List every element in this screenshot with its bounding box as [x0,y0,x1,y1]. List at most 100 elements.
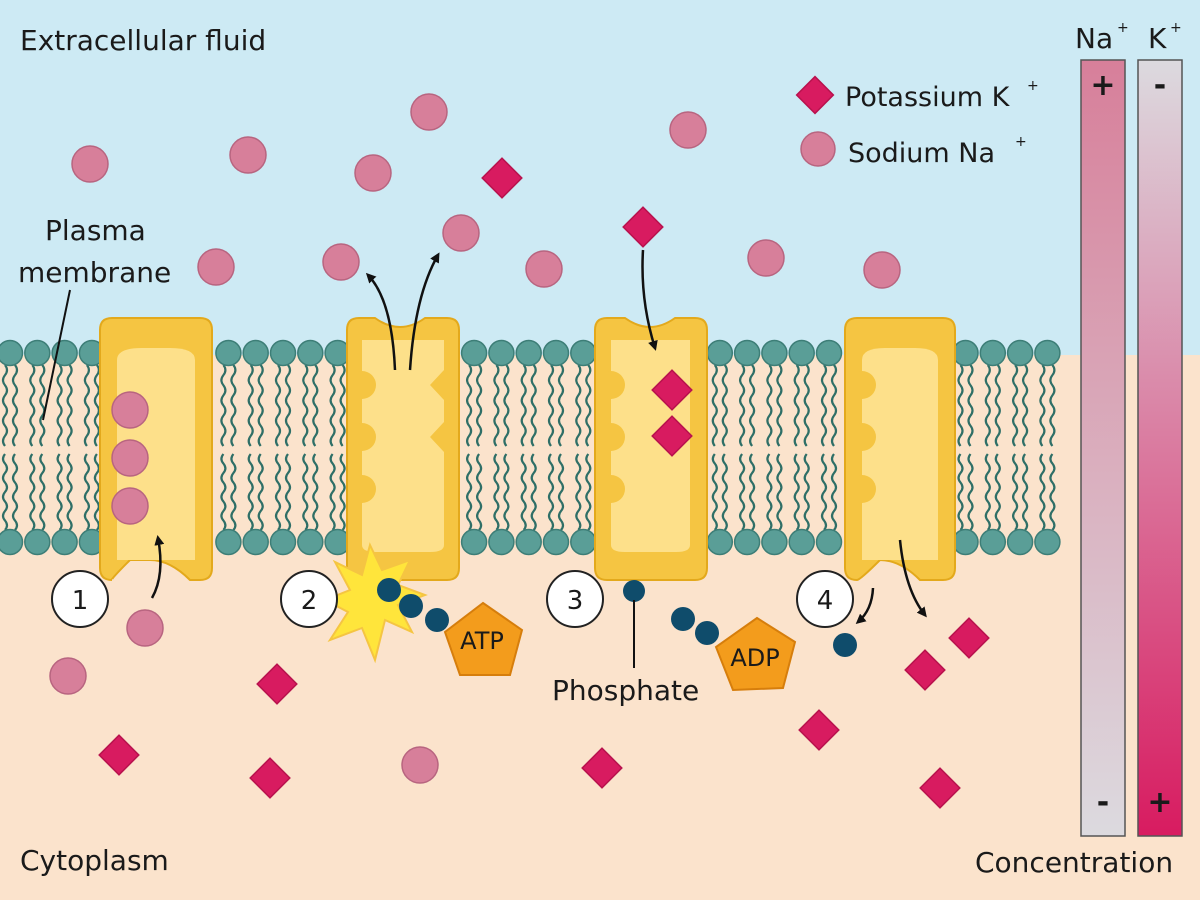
k-low-sign: - [1154,68,1166,103]
lipid-head [1006,339,1034,367]
lipid-tail [967,453,974,531]
sodium-ion [863,251,901,289]
lipid-tail [1039,453,1046,531]
lipid-tail [476,364,483,447]
sodium-ion [354,154,392,192]
lipid-head [542,528,570,556]
lipid-head [297,339,324,367]
lipid-tail [967,364,974,447]
svg-text:2: 2 [301,586,318,616]
lipid-head [706,339,734,367]
phosphate-dot [377,578,401,602]
lipid-head [706,528,734,556]
lipid-tail [557,453,565,531]
lipid-tail [776,453,783,531]
potassium-ion [798,709,840,751]
lipid-head [979,528,1007,556]
lipid-head [488,528,515,556]
k-gradient-bar [1137,59,1183,837]
sodium-ion [401,746,439,784]
lipid-tail [257,453,264,531]
lipid-tail [793,364,800,447]
lipid-tail [749,453,756,531]
lipid-tail [11,364,19,447]
lipid-tail [466,453,473,531]
lipid-tail [302,453,309,531]
lipid-tail [721,453,728,531]
lipid-head [952,339,979,367]
lipid-tail [1049,364,1056,447]
svg-text:1: 1 [72,586,89,616]
sodium-ion [71,145,109,183]
energy-flash [322,542,428,664]
sodium-ions [49,93,901,784]
atp-label: ATP [460,627,504,655]
lipid-tail [766,364,773,447]
binding-sites [348,370,876,503]
lipid-head [761,528,788,556]
step-1: 1 [51,570,109,628]
lipid-tail [557,364,565,447]
potassium-legend-icon [795,75,835,115]
lipid-head [570,339,597,367]
membrane-lipid-heads [0,339,1061,556]
lipid-tail [575,364,582,447]
lipid-tail [1012,364,1019,447]
lipid-tail [803,453,810,531]
lipid-tail [257,364,264,447]
lipid-tail [339,453,346,531]
svg-text:4: 4 [817,586,834,616]
potassium-ion [256,663,298,705]
lipid-tail [984,453,991,531]
sodium-ion [322,243,360,281]
k-high-sign: + [1147,785,1172,820]
lipid-tail [274,364,282,447]
lipid-tail [739,364,746,447]
phosphate-dot [671,607,695,631]
sodium-ion [111,391,149,429]
plasma-membrane-label-line1: Plasma [45,214,146,247]
lipid-tail [284,453,292,531]
lipid-tail [56,453,63,531]
lipid-tail [1,364,9,447]
na-gradient-bar [1080,59,1126,837]
lipid-tail [1022,364,1029,447]
lipid-tail [957,364,964,447]
lipid-tail [739,453,746,531]
k-gradient-sup: + [1170,20,1182,36]
sodium-legend-sup: + [1015,134,1027,150]
lipid-tail [93,364,100,447]
potassium-ion [481,157,523,199]
concentration-label: Concentration [975,846,1173,879]
phosphate-dot [695,621,719,645]
lipid-head [215,528,242,556]
lipid-tail [29,453,36,531]
lipid-tail [312,453,319,531]
lipid-tail [66,453,73,531]
sodium-ion [49,657,87,695]
lipid-tail [530,364,537,447]
lipid-tail [803,364,810,447]
phosphate-dot [833,633,857,657]
sodium-ion [525,250,563,288]
potassium-ion [919,767,961,809]
lipid-tail [530,453,537,531]
lipid-tail [520,453,527,531]
lipid-tail [820,364,828,447]
phosphate-groups [377,578,857,657]
lipid-head [24,528,51,556]
lipid-tail [93,453,100,531]
potassium-legend-text: Potassium K [845,82,1011,113]
potassium-ion [98,734,140,776]
lipid-head [733,528,761,556]
sodium-ion [197,248,235,286]
adp-molecule: ADP [714,616,797,692]
lipid-tail [830,453,838,531]
lipid-tail [585,453,592,531]
lipid-tail [329,364,336,447]
potassium-ion [948,617,990,659]
lipid-tail [284,364,292,447]
lipid-head [242,339,269,367]
extracellular-region [0,0,1200,355]
